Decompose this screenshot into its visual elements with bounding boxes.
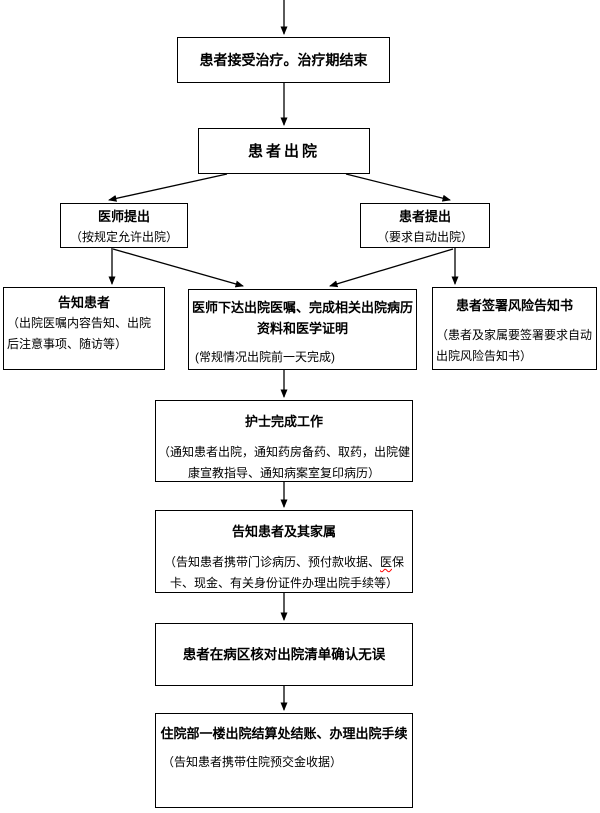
node-inform-patient-title: 告知患者 <box>57 295 110 310</box>
node-patient-propose: 患者提出 （要求自动出院） <box>360 203 490 248</box>
node-doctor-propose-note: （按规定允许出院） <box>69 230 178 244</box>
node-nurse-work-title: 护士完成工作 <box>244 414 323 429</box>
node-settlement-title: 住院部一楼出院结算处结账、办理出院手续 <box>160 726 408 741</box>
node-doctor-propose: 医师提出 （按规定允许出院） <box>60 203 188 248</box>
node-inform-family-note: （告知患者携带门诊病历、预付款收据、医保卡、现金、有关身份证件办理出院手续等） <box>156 552 412 594</box>
node-doctor-orders-note: (常规情况出院前一天完成) <box>195 350 335 364</box>
arrow-patient-to-orders <box>329 248 454 288</box>
node-inform-family: 告知患者及其家属 （告知患者携带门诊病历、预付款收据、医保卡、现金、有关身份证件… <box>155 510 413 593</box>
node-doctor-propose-title: 医师提出 <box>97 209 150 224</box>
arrow-discharge-to-patient <box>345 173 451 202</box>
arrow-doctor-to-orders <box>112 248 244 288</box>
node-patient-propose-title: 患者提出 <box>398 209 451 224</box>
node-ward-check-title: 患者在病区核对出院清单确认无误 <box>182 647 386 662</box>
node-inform-family-title: 告知患者及其家属 <box>231 524 336 539</box>
node-ward-check: 患者在病区核对出院清单确认无误 <box>155 623 413 686</box>
node-sign-risk-note: （患者及家属要签署要求自动出院风险告知书） <box>436 328 593 363</box>
node-settlement-note: （告知患者携带住院预交金收据） <box>162 755 343 769</box>
node-discharge: 患者出院 <box>198 128 370 174</box>
node-sign-risk-title: 患者签署风险告知书 <box>455 298 573 313</box>
note-text-part1: （告知患者携带门诊病历、预付款收据、 <box>163 555 380 569</box>
node-treatment-end: 患者接受治疗。治疗期结束 <box>177 37 390 83</box>
node-sign-risk: 患者签署风险告知书 （患者及家属要签署要求自动出院风险告知书） <box>432 287 597 370</box>
node-settlement: 住院部一楼出院结算处结账、办理出院手续 （告知患者携带住院预交金收据） <box>155 713 413 808</box>
node-discharge-title: 患者出院 <box>247 142 320 160</box>
node-nurse-work: 护士完成工作 （通知患者出院，通知药房备药、取药，出院健康宣教指导、通知病案室复… <box>155 400 413 482</box>
node-doctor-orders-title: 医师下达出院医嘱、完成相关出院病历资料和医学证明 <box>191 300 413 336</box>
arrow-discharge-to-doctor <box>108 173 228 202</box>
node-inform-patient: 告知患者 （出院医嘱内容告知、出院后注意事项、随访等） <box>3 287 165 370</box>
node-treatment-end-title: 患者接受治疗。治疗期结束 <box>199 51 368 68</box>
node-patient-propose-note: （要求自动出院） <box>376 230 473 244</box>
note-text-part2: 保卡、现金、有关身份证件办理出院手续等） <box>169 555 405 590</box>
node-doctor-orders: 医师下达出院医嘱、完成相关出院病历资料和医学证明 (常规情况出院前一天完成) <box>188 289 417 370</box>
spellcheck-marked-word: 医 <box>379 555 392 569</box>
node-inform-patient-note: （出院医嘱内容告知、出院后注意事项、随访等） <box>7 316 152 351</box>
node-nurse-work-note: （通知患者出院，通知药房备药、取药，出院健康宣教指导、通知病案室复印病历） <box>157 445 410 480</box>
